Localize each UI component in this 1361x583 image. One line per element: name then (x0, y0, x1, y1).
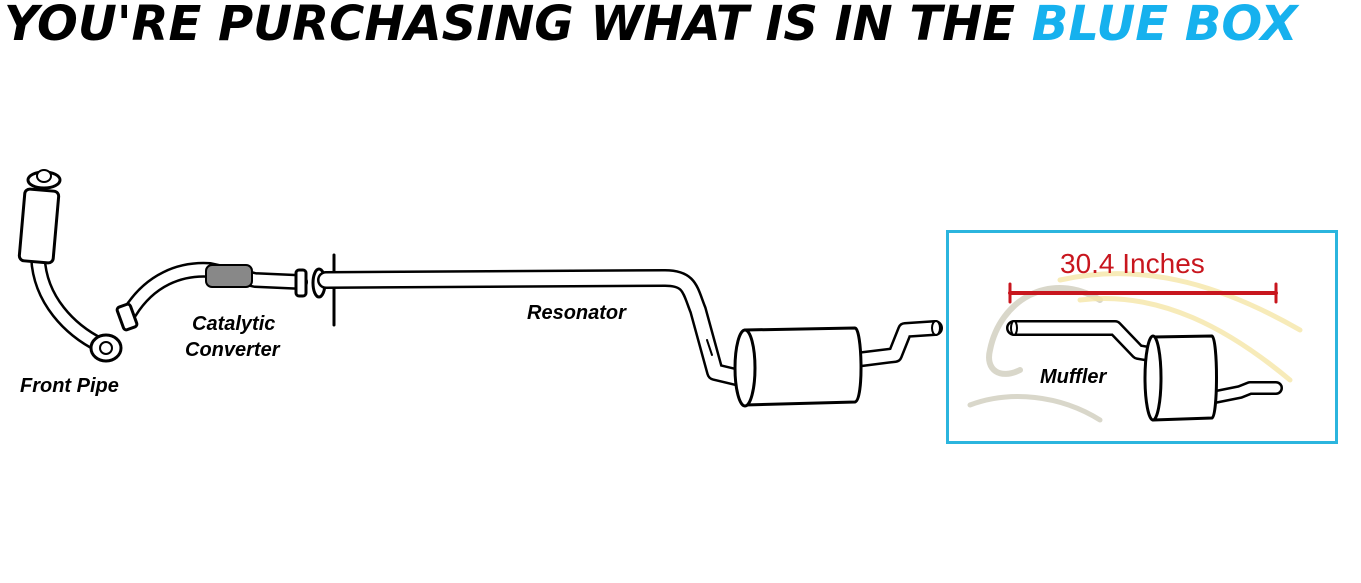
label-front-pipe: Front Pipe (20, 375, 119, 397)
title-main: YOU'RE PURCHASING WHAT IS IN THE (4, 0, 1032, 52)
muffler-length-label: 30.4 Inches (1060, 248, 1205, 279)
catalytic-converter-drawing (115, 253, 336, 332)
page-title: YOU'RE PURCHASING WHAT IS IN THE BLUE BO… (4, 0, 1298, 52)
front-pipe-drawing (17, 169, 123, 363)
blue-box (946, 230, 1338, 444)
label-converter: Converter (185, 339, 280, 361)
muffler-drawing (967, 271, 1303, 423)
label-catalytic: Catalytic (192, 313, 276, 335)
label-resonator: Resonator (527, 302, 626, 324)
label-muffler: Muffler (1040, 366, 1107, 388)
resonator-drawing (317, 269, 943, 408)
title-highlight: BLUE BOX (1031, 0, 1298, 52)
measurement-bar (1008, 282, 1278, 304)
